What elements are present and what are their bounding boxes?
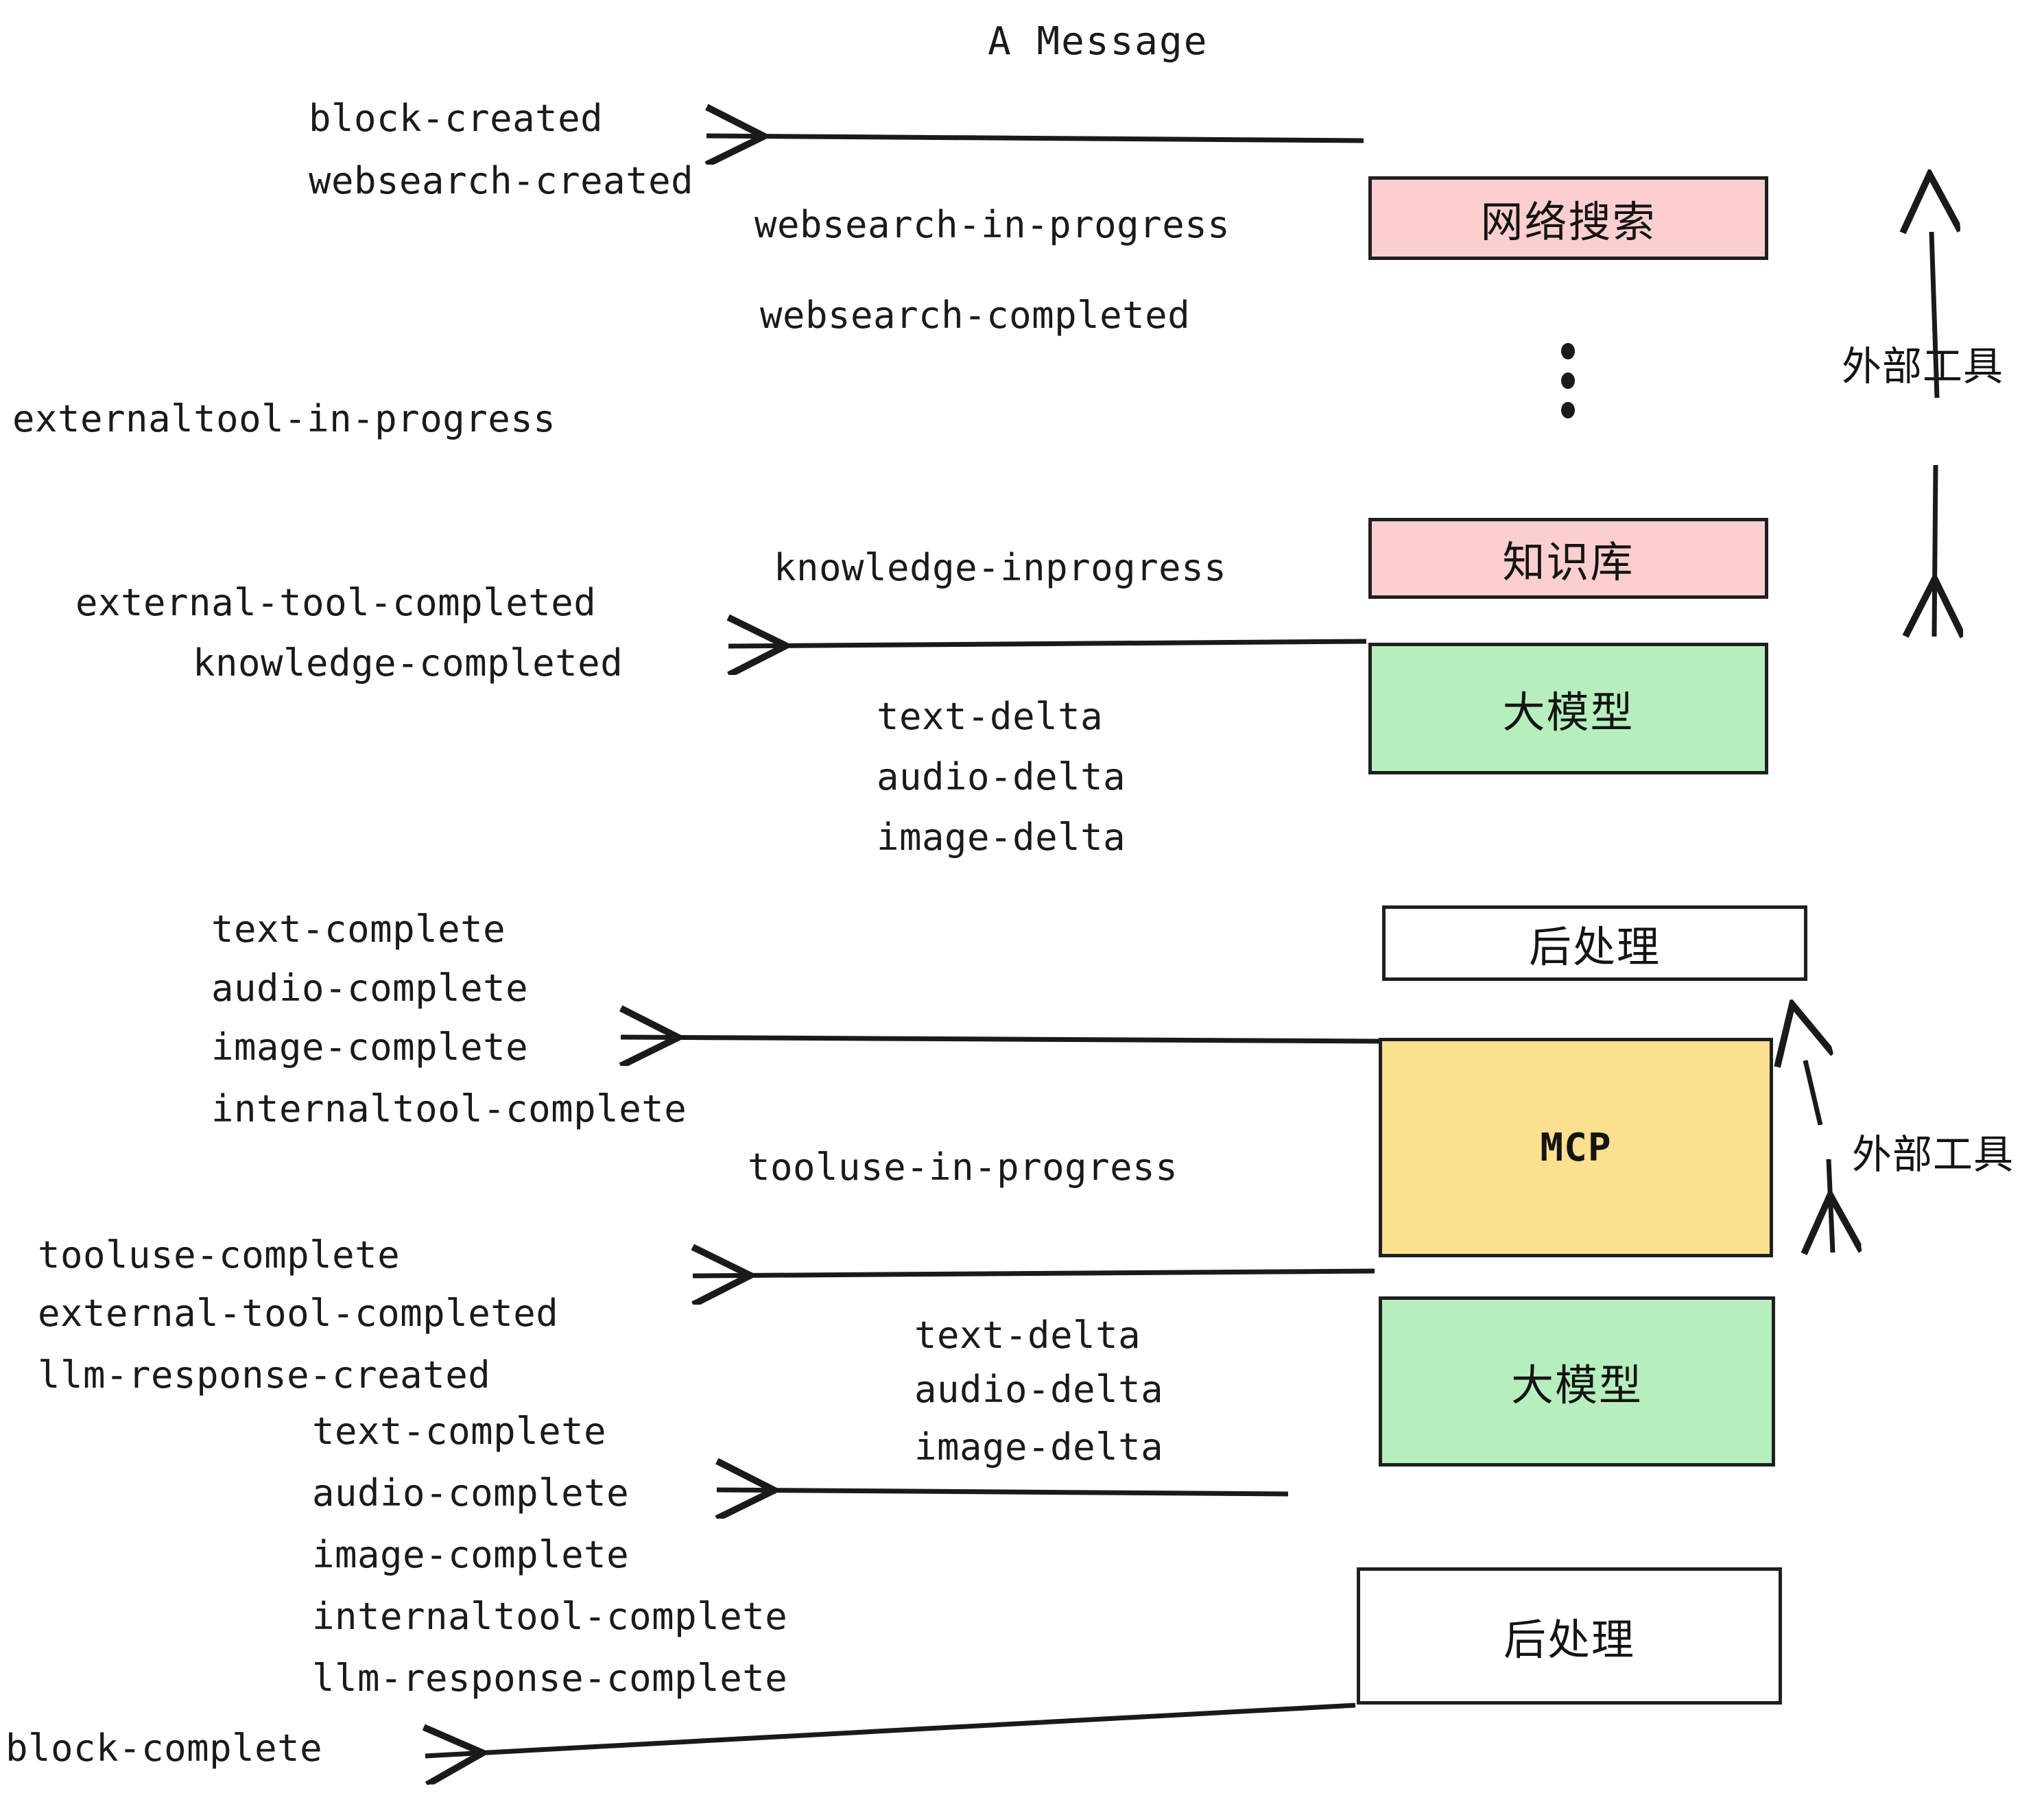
arrow-knowledge-to-completed: [728, 641, 1367, 646]
box-llm-2-label: 大模型: [1510, 1360, 1643, 1410]
box-postprocess-2[interactable]: 后处理: [1357, 1567, 1782, 1705]
event-text-delta-2: text-delta: [914, 1314, 1141, 1357]
box-mcp[interactable]: MCP: [1379, 1038, 1773, 1257]
event-external-tool-completed-2: external-tool-completed: [38, 1292, 559, 1335]
event-external-tool-completed-1: external-tool-completed: [75, 581, 597, 624]
arrow-external-tools-bottom-down: [1829, 1159, 1833, 1253]
box-knowledge[interactable]: 知识库: [1368, 518, 1768, 599]
box-mcp-label: MCP: [1540, 1125, 1612, 1170]
event-audio-delta-1: audio-delta: [877, 755, 1126, 798]
event-text-complete-1: text-complete: [211, 907, 506, 951]
annotation-external-tools-bottom: 外部工具: [1852, 1131, 2015, 1178]
event-block-complete: block-complete: [5, 1726, 323, 1770]
event-internaltool-complete-1: internaltool-complete: [211, 1087, 687, 1130]
event-block-created: block-created: [309, 97, 604, 140]
arrow-external-tools-bottom-up: [1805, 1060, 1820, 1126]
box-llm-1-label: 大模型: [1502, 687, 1635, 737]
box-websearch-label: 网络搜索: [1480, 197, 1656, 247]
event-knowledge-completed: knowledge-completed: [193, 641, 623, 685]
event-audio-complete-2: audio-complete: [312, 1471, 630, 1515]
event-externaltool-in-progress: externaltool-in-progress: [12, 397, 556, 440]
event-websearch-in-progress: websearch-in-progress: [754, 203, 1231, 246]
event-image-complete-2: image-complete: [312, 1533, 630, 1576]
arrow-llm2-to-audio-complete: [717, 1490, 1289, 1494]
box-postprocess-1[interactable]: 后处理: [1382, 905, 1807, 981]
event-tooluse-in-progress: tooluse-in-progress: [748, 1146, 1178, 1189]
event-tooluse-complete: tooluse-complete: [38, 1233, 401, 1277]
event-text-complete-2: text-complete: [312, 1410, 607, 1453]
ellipsis-dot: [1561, 372, 1575, 389]
box-postprocess-1-label: 后处理: [1528, 922, 1661, 972]
event-internaltool-complete-2: internaltool-complete: [312, 1595, 788, 1638]
event-websearch-completed: websearch-completed: [760, 294, 1191, 337]
ellipsis-dot: [1561, 402, 1575, 418]
event-llm-response-created: llm-response-created: [38, 1353, 491, 1397]
arrow-mcp-to-tooluse-complete: [693, 1271, 1375, 1276]
event-audio-complete-1: audio-complete: [211, 966, 529, 1010]
arrow-postprocess2-to-block-complete: [425, 1702, 1356, 1756]
event-image-complete-1: image-complete: [211, 1025, 529, 1069]
box-llm-1[interactable]: 大模型: [1368, 643, 1768, 774]
event-image-delta-2: image-delta: [914, 1425, 1164, 1469]
page-title: A Message: [988, 19, 1209, 64]
event-image-delta-1: image-delta: [877, 816, 1126, 859]
event-audio-delta-2: audio-delta: [914, 1368, 1164, 1411]
event-llm-response-complete: llm-response-complete: [312, 1657, 788, 1700]
event-websearch-created: websearch-created: [309, 159, 694, 202]
vertical-ellipsis: [1561, 343, 1575, 418]
box-llm-2[interactable]: 大模型: [1379, 1296, 1775, 1467]
event-text-delta-1: text-delta: [877, 695, 1104, 738]
box-websearch[interactable]: 网络搜索: [1368, 176, 1768, 260]
arrow-postprocess1-to-image-complete: [621, 1037, 1379, 1041]
event-knowledge-inprogress: knowledge-inprogress: [774, 546, 1227, 589]
ellipsis-dot: [1561, 343, 1575, 359]
arrow-external-tools-top-down: [1934, 464, 1936, 637]
annotation-external-tools-top: 外部工具: [1842, 343, 2004, 390]
box-knowledge-label: 知识库: [1502, 537, 1635, 587]
arrow-websearch-to-block-created: [706, 136, 1364, 141]
box-postprocess-2-label: 后处理: [1503, 1615, 1635, 1665]
